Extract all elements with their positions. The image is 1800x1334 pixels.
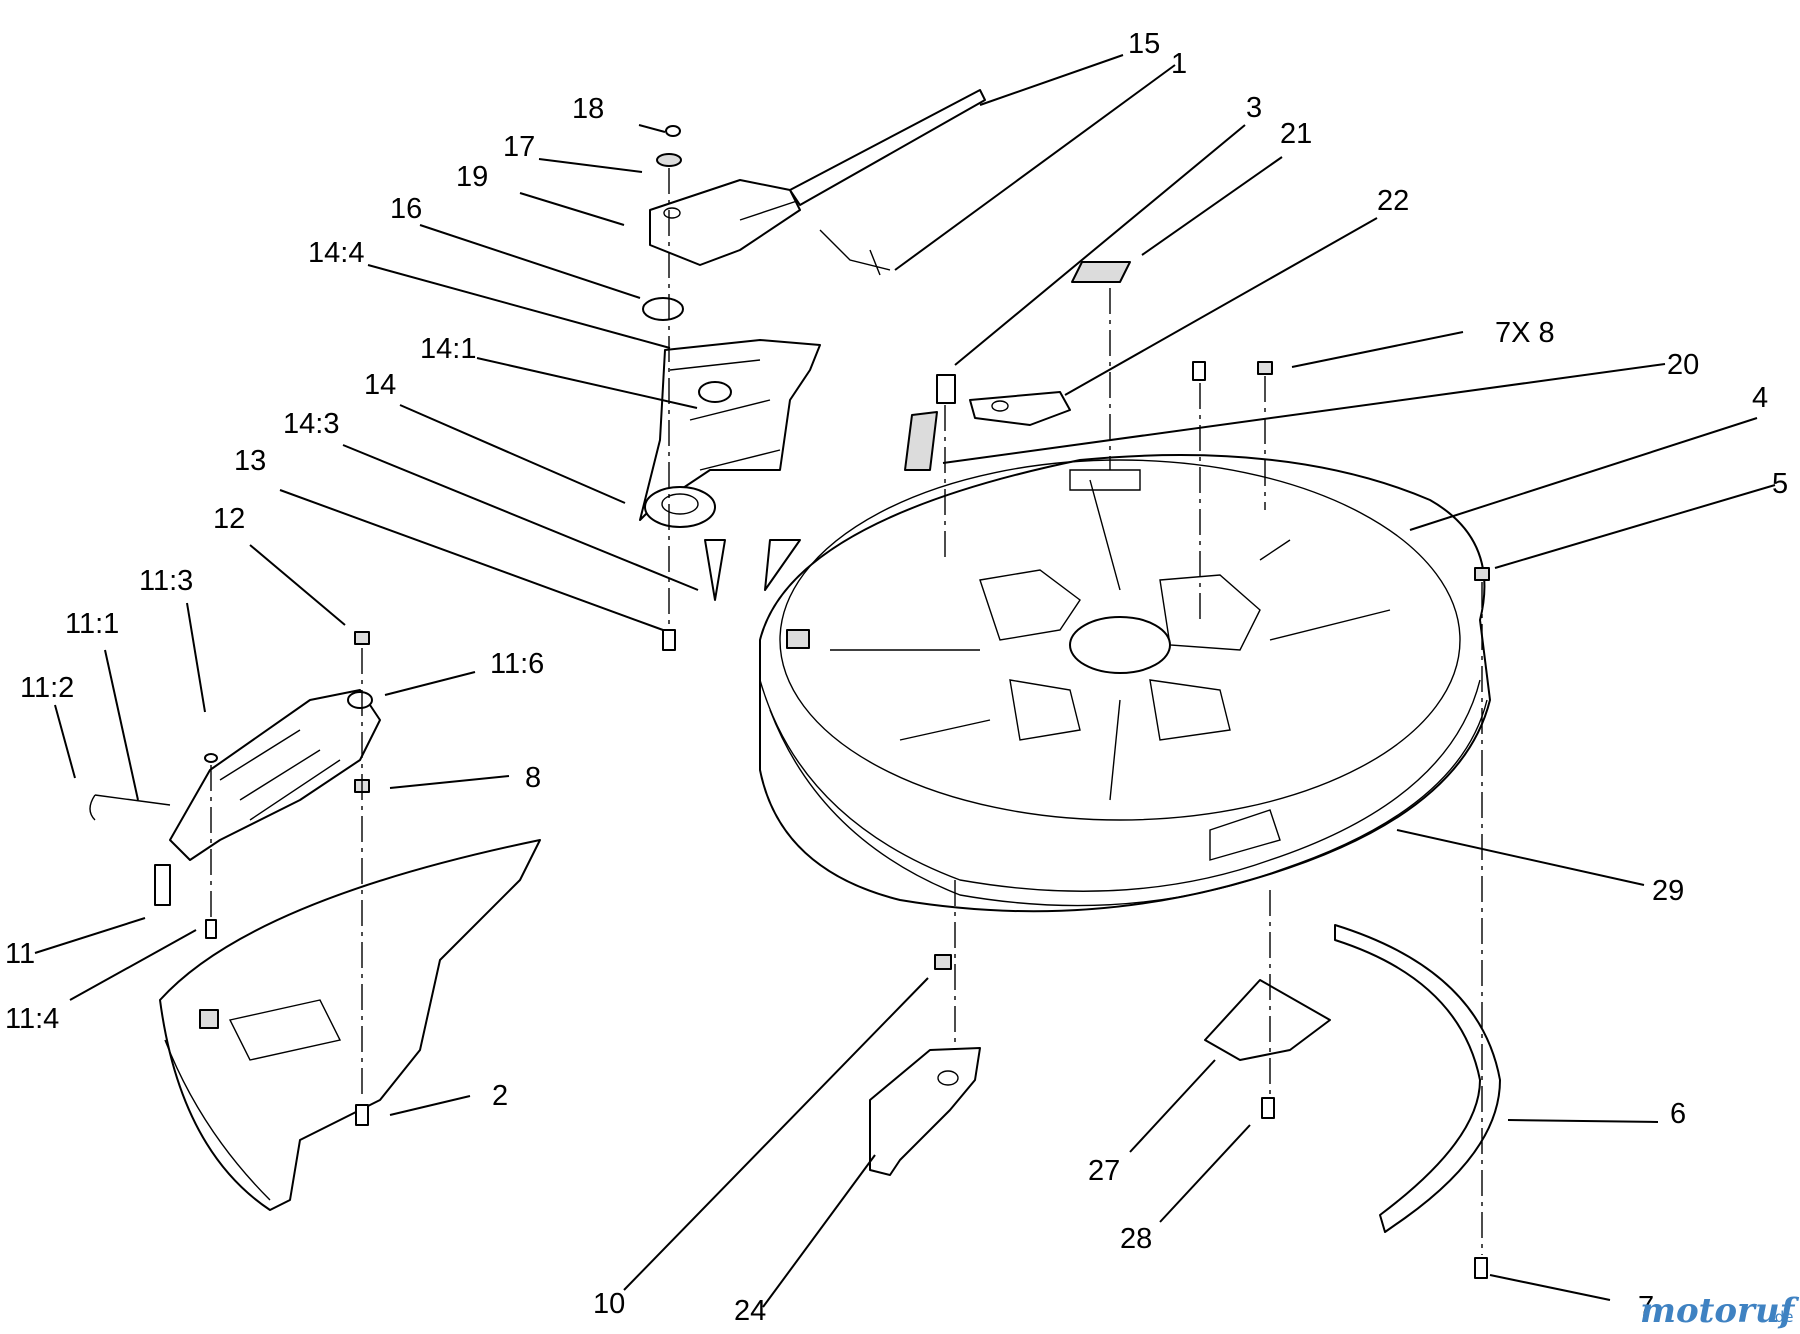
callout-20: 20 bbox=[1667, 349, 1699, 381]
callout-15: 15 bbox=[1128, 28, 1160, 60]
watermark: motoruf .de bbox=[1640, 1291, 1800, 1331]
callout-17: 17 bbox=[503, 131, 535, 163]
callout-labels: 15 1 3 21 22 7X 8 20 4 5 29 6 7 18 17 19… bbox=[5, 28, 1788, 1327]
callout-14-4: 14:4 bbox=[308, 237, 364, 269]
watermark-suffix: .de bbox=[1770, 1308, 1794, 1326]
callout-14-1: 14:1 bbox=[420, 333, 476, 365]
callout-10: 10 bbox=[593, 1288, 625, 1320]
callout-11-1: 11:1 bbox=[65, 608, 119, 640]
callout-7x8: 7X 8 bbox=[1495, 317, 1555, 349]
callout-16: 16 bbox=[390, 193, 422, 225]
callout-19: 19 bbox=[456, 161, 488, 193]
callout-14: 14 bbox=[364, 369, 396, 401]
idler-pulley-assembly bbox=[639, 89, 986, 601]
callout-3: 3 bbox=[1246, 92, 1262, 124]
callout-11-6: 11:6 bbox=[490, 648, 544, 680]
callout-28: 28 bbox=[1120, 1223, 1152, 1255]
callout-13: 13 bbox=[234, 445, 266, 477]
callout-29: 29 bbox=[1652, 875, 1684, 907]
left-deck-section bbox=[159, 839, 541, 1211]
callout-11-3: 11:3 bbox=[139, 565, 193, 597]
callout-27: 27 bbox=[1088, 1155, 1120, 1187]
callout-8: 8 bbox=[525, 762, 541, 794]
callout-11-2: 11:2 bbox=[20, 672, 74, 704]
callout-12: 12 bbox=[213, 503, 245, 535]
callout-7: 7 bbox=[1638, 1291, 1654, 1323]
callout-11-4: 11:4 bbox=[5, 1003, 59, 1035]
callout-18: 18 bbox=[572, 93, 604, 125]
alignment-lines bbox=[210, 168, 1483, 1255]
callout-24: 24 bbox=[734, 1295, 766, 1327]
callout-1: 1 bbox=[1171, 48, 1187, 80]
callout-2: 2 bbox=[492, 1080, 508, 1112]
leader-lines bbox=[34, 54, 1776, 1308]
callout-4: 4 bbox=[1752, 382, 1768, 414]
callout-11: 11 bbox=[5, 938, 35, 970]
small-parts bbox=[204, 261, 1501, 1279]
callout-21: 21 bbox=[1280, 118, 1312, 150]
watermark-brand: motoruf bbox=[1640, 1291, 1800, 1331]
mower-deck-housing bbox=[759, 454, 1491, 913]
discharge-chute-assembly bbox=[89, 689, 381, 906]
callout-5: 5 bbox=[1772, 468, 1788, 500]
callout-22: 22 bbox=[1377, 185, 1409, 217]
callout-6: 6 bbox=[1670, 1098, 1686, 1130]
callout-14-3: 14:3 bbox=[283, 408, 339, 440]
